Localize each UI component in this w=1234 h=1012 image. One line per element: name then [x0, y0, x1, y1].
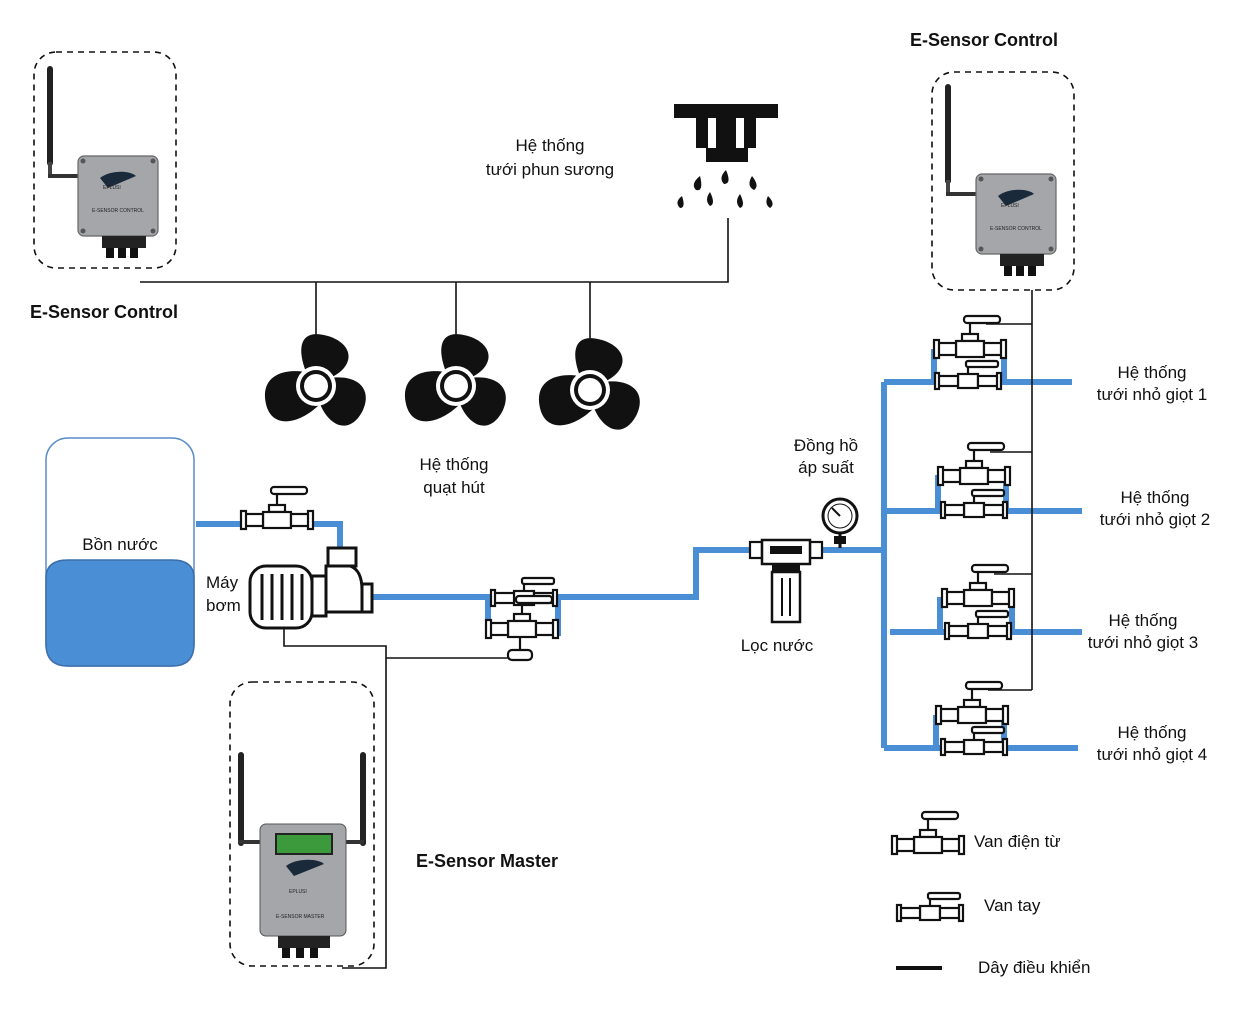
legend-control-wire-label: Dây điều khiển — [978, 958, 1090, 977]
inlet-solenoid-valve-icon — [239, 485, 315, 531]
tank-water — [45, 559, 195, 667]
pressure-gauge: Đồng hồ áp suất — [794, 436, 859, 548]
drip4-solenoid-valve-icon — [934, 680, 1010, 726]
control-wires — [140, 218, 1033, 969]
drip2-label-line2: tưới nhỏ giọt 2 — [1100, 510, 1210, 529]
pump-bypass-solenoid-head — [506, 638, 534, 662]
filter-label: Lọc nước — [741, 636, 814, 655]
fan-icon-1 — [264, 334, 366, 426]
controller-right-label: E-Sensor Control — [910, 30, 1058, 50]
master-brand: EPLUSI — [289, 889, 307, 895]
master-frame — [229, 681, 375, 967]
gauge-label-line1: Đồng hồ — [794, 436, 858, 455]
gauge-label-line2: áp suất — [798, 458, 854, 477]
controller-left-frame — [33, 51, 177, 269]
controller-left-model: E-SENSOR CONTROL — [92, 208, 144, 214]
master-model: E-SENSOR MASTER — [276, 914, 325, 920]
water-pump: Máy bơm — [206, 546, 374, 630]
fan-system: Hệ thống quạt hút — [264, 334, 640, 497]
controller-left-brand: EPLUSI — [103, 185, 121, 191]
water-tank: Bồn nước — [45, 437, 195, 667]
sprinkler-icon — [674, 104, 778, 118]
legend: Van điện từ Van tay Dây điều khiển — [890, 810, 1090, 977]
mist-sprinkler: Hệ thống tưới phun sương — [486, 104, 778, 208]
controller-left: EPLUSI E-SENSOR CONTROL E-Sensor Control — [30, 51, 178, 322]
controller-right-brand: EPLUSI — [1001, 203, 1019, 209]
water-filter: Lọc nước — [741, 538, 824, 655]
drip1-solenoid-valve-icon — [932, 314, 1008, 360]
controller-left-device — [46, 65, 159, 259]
drip3-label-line2: tưới nhỏ giọt 3 — [1088, 633, 1198, 652]
drip4-label-line2: tưới nhỏ giọt 4 — [1097, 745, 1207, 764]
controller-right: E-Sensor Control EPLUSI E-SENSOR CONTROL — [910, 30, 1075, 291]
fan-icon-2 — [404, 334, 506, 426]
tank-label: Bồn nước — [82, 535, 158, 554]
master-controller: EPLUSI E-SENSOR MASTER E-Sensor Master — [229, 681, 558, 967]
master-label: E-Sensor Master — [416, 851, 558, 871]
legend-solenoid-valve-icon — [890, 810, 966, 856]
controller-left-label: E-Sensor Control — [30, 302, 178, 322]
pump-label-line2: bơm — [206, 596, 241, 615]
drip3-manual-valve-icon — [943, 609, 1013, 641]
controller-right-frame — [931, 71, 1075, 291]
legend-solenoid-valve-label: Van điện từ — [974, 832, 1061, 851]
pump-label-line1: Máy — [206, 573, 239, 592]
drip3-solenoid-valve-icon — [940, 563, 1016, 609]
fan-label-line1: Hệ thống — [420, 455, 489, 474]
fan-label-line2: quạt hút — [423, 478, 485, 497]
legend-manual-valve-label: Van tay — [984, 896, 1041, 915]
drip2-manual-valve-icon — [939, 488, 1009, 520]
drip4-label-line1: Hệ thống — [1118, 723, 1187, 742]
mist-label-line2: tưới phun sương — [486, 160, 614, 179]
drip3-label-line1: Hệ thống — [1109, 611, 1178, 630]
drip1-label-line2: tưới nhỏ giọt 1 — [1097, 385, 1207, 404]
fan-icon-3 — [538, 338, 640, 430]
drip1-label-line1: Hệ thống — [1118, 363, 1187, 382]
drip-labels: Hệ thống tưới nhỏ giọt 1 Hệ thống tưới n… — [1088, 363, 1210, 764]
drip4-manual-valve-icon — [939, 725, 1009, 757]
drip2-solenoid-valve-icon — [936, 441, 1012, 487]
legend-manual-valve-icon — [895, 891, 965, 923]
mist-label-line1: Hệ thống — [516, 136, 585, 155]
drip-valves — [932, 314, 1016, 757]
drip1-manual-valve-icon — [933, 359, 1003, 391]
drip2-label-line1: Hệ thống — [1121, 488, 1190, 507]
controller-right-device — [944, 83, 1057, 277]
master-lcd — [275, 833, 333, 855]
controller-right-model: E-SENSOR CONTROL — [990, 226, 1042, 232]
